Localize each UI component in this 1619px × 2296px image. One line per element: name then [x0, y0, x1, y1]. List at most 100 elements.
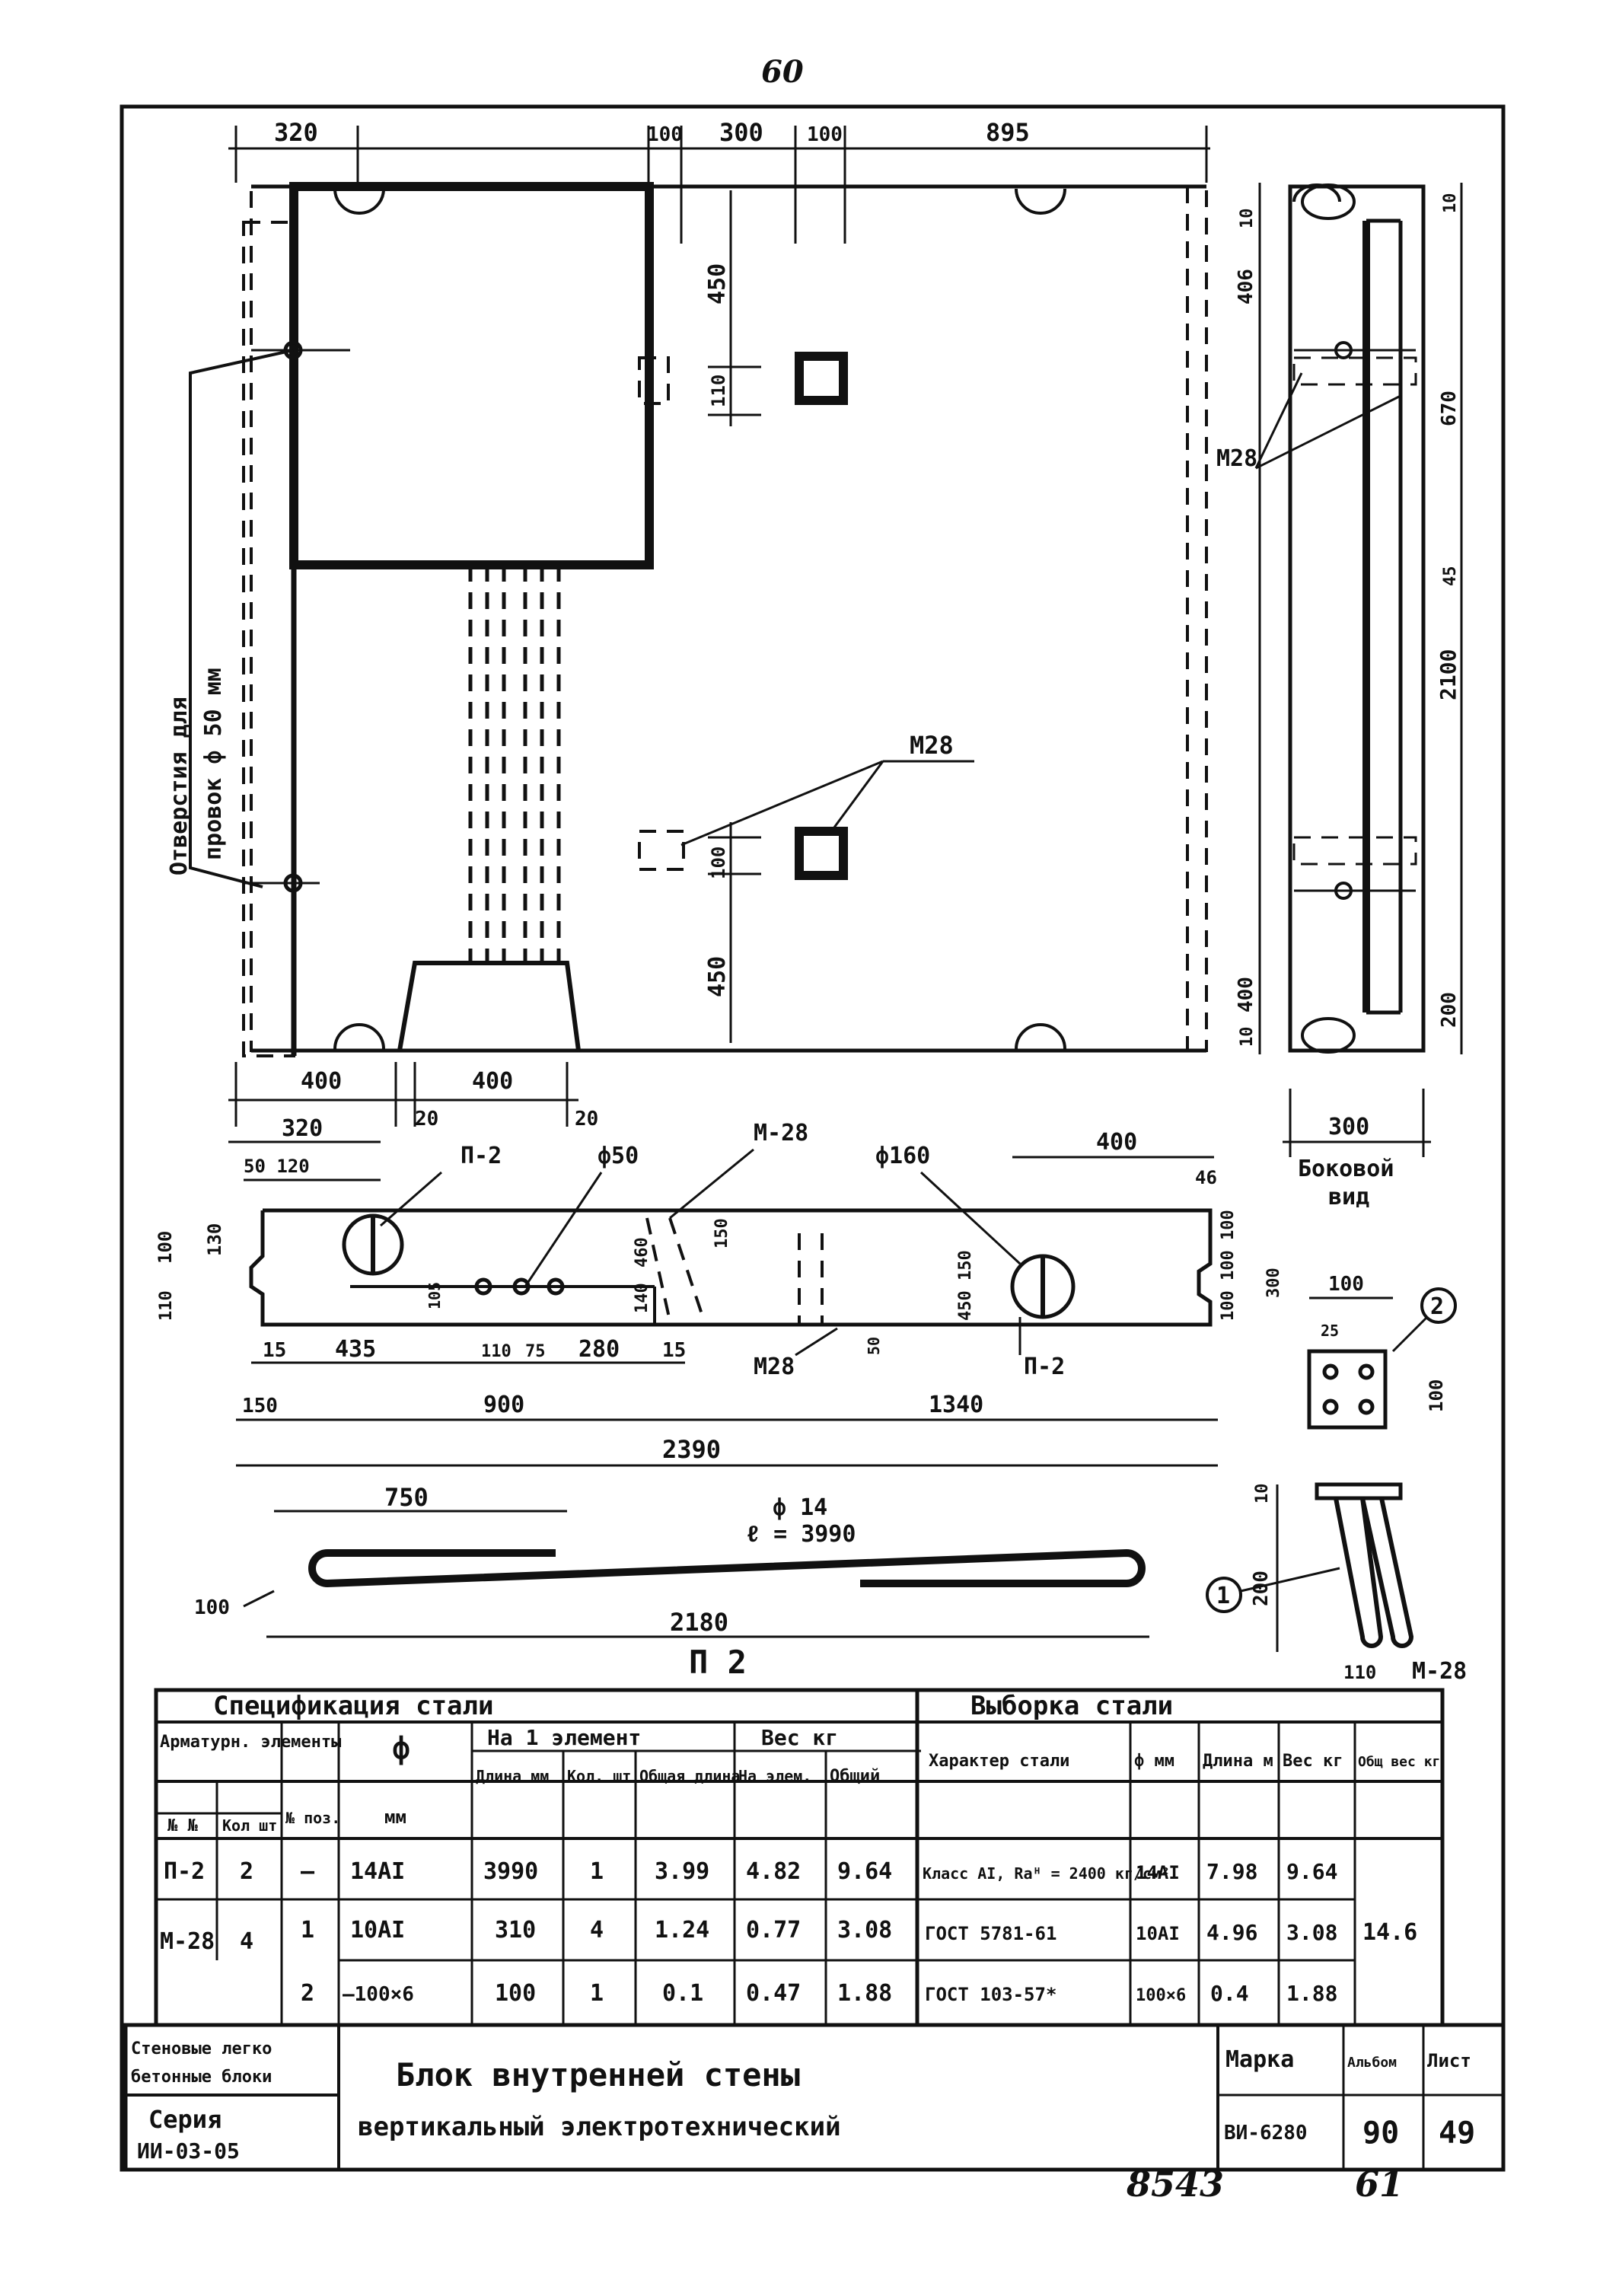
sec-dim-460: 460 [633, 1237, 652, 1268]
spec-sel-row2-phi: 10АI [1136, 1923, 1180, 1944]
spec-sel-row2-char: ГОСТ 5781-61 [925, 1923, 1056, 1944]
spec-row2-welem: 0.77 [746, 1917, 801, 1944]
spec-row2-wtot: 3.08 [837, 1917, 892, 1944]
top-dimension-chain: 320 100 300 100 895 [228, 118, 1210, 244]
detail-2-plate: 100 25 100 2 [1307, 1273, 1457, 1430]
sec-dim-100-100-100: 100 100 100 [1219, 1210, 1238, 1321]
anchor-plate-bottom [795, 827, 848, 880]
side-dim-200: 200 [1438, 992, 1461, 1028]
spec-h-weight: Вес кг [761, 1725, 838, 1750]
sec-dim-15a: 15 [263, 1339, 286, 1362]
stamp-h-sheet: Лист [1427, 2050, 1471, 2071]
sec-dim-46: 46 [1195, 1167, 1217, 1188]
phi50-label: ф50 [598, 1143, 639, 1169]
sec-dim-130: 130 [204, 1223, 225, 1256]
section-view: П-2 ф50 М-28 ф160 М28 П-2 400 50 120 46 … [155, 1120, 1283, 1467]
stamp-left-top-line1: Стеновые легко [131, 2039, 272, 2058]
spec-h-wt-kg: Вес кг [1283, 1752, 1343, 1771]
dim-320: 320 [274, 118, 318, 147]
spec-row1-phi: 14АI [350, 1858, 405, 1885]
spec-sel-row1-wt: 9.64 [1286, 1859, 1337, 1884]
stamp-h-mark: Марка [1225, 2046, 1294, 2073]
spec-row1-welem: 4.82 [746, 1858, 801, 1885]
sec-dim-15b: 15 [662, 1339, 686, 1362]
side-dim-2100: 2100 [1436, 649, 1461, 700]
spec-h-per-elem: На 1 элемент [487, 1725, 641, 1750]
sec-dim-75: 75 [525, 1342, 546, 1361]
sec-dim-300v: 300 [1264, 1268, 1283, 1298]
dim-100b: 100 [807, 123, 843, 146]
spec-row3-cnt: 1 [590, 1980, 604, 2007]
detail1-dim-110: 110 [1343, 1662, 1376, 1683]
sec-dim-435: 435 [335, 1336, 376, 1363]
plan-bottom-dims: 400 400 20 20 320 [228, 1062, 598, 1143]
detail1-dim-10: 10 [1253, 1484, 1272, 1504]
stamp-mark: ВИ-6280 [1224, 2122, 1308, 2145]
side-dim-45: 45 [1441, 566, 1460, 587]
stamp-series-value: ИИ-03-05 [137, 2138, 240, 2164]
spec-row1-pos: – [301, 1858, 315, 1885]
side-dim-400: 400 [1235, 977, 1257, 1012]
spec-row3-pos: 2 [301, 1980, 314, 2007]
spec-h-phi: ф [392, 1731, 410, 1766]
spec-row2-qty: 4 [240, 1928, 253, 1955]
rebar-title: П 2 [689, 1644, 747, 1681]
spec-row3-wtot: 1.88 [837, 1980, 892, 2007]
spec-row1-len: 3990 [483, 1858, 538, 1885]
lifting-loop-icon [1015, 188, 1066, 215]
lifting-loop-icon [1015, 1023, 1066, 1050]
side-view-title-line2: вид [1328, 1184, 1369, 1210]
side-view-title-line1: Боковой [1298, 1156, 1394, 1182]
side-dim-670: 670 [1438, 391, 1461, 426]
detail2-callout [1420, 1287, 1457, 1324]
spec-row2-pos: 1 [301, 1917, 314, 1944]
spec-h-w-total: Общий [830, 1767, 880, 1786]
m28-side-label: М28 [1216, 445, 1257, 472]
side-dim-10b: 10 [1238, 1027, 1257, 1048]
title-stamp: Стеновые легко бетонные блоки Серия ИИ-0… [123, 2023, 1506, 2172]
spec-h-mm: мм [384, 1807, 406, 1828]
plan-outline [250, 185, 1208, 1052]
spec-sel-row1-phi: 14АI [1136, 1862, 1180, 1883]
stamp-title-line2: вертикальный электротехнический [358, 2112, 841, 2142]
dim-110: 110 [708, 375, 729, 407]
spec-row2-len: 310 [495, 1917, 536, 1944]
spec-total-weight: 14.6 [1362, 1919, 1417, 1946]
spec-h-char: Характер стали [929, 1752, 1069, 1771]
sec-dim-110: 110 [157, 1290, 176, 1321]
sec-dim-140: 140 [633, 1283, 652, 1313]
stamp-h-album: Альбом [1347, 2055, 1397, 2071]
detail2-mark: 2 [1430, 1293, 1444, 1320]
detail2-dim-25: 25 [1321, 1322, 1339, 1340]
side-outline [1288, 184, 1426, 1053]
dim-320-bot: 320 [282, 1115, 323, 1142]
rebar-p2: 750 ф 14 ℓ = 3990 100 2180 П 2 [194, 1483, 1149, 1681]
spec-h-w-elem: На элем. [738, 1767, 811, 1785]
spec-sel-row1-char: Класс АI, Rаᴴ = 2400 кг/см² [923, 1864, 1170, 1883]
spec-row2-elem: М-28 [160, 1928, 215, 1955]
anchor-plate-top [795, 352, 848, 405]
plan-opening [289, 182, 654, 569]
stamp-left-top-line2: бетонные блоки [131, 2068, 272, 2087]
spec-row2-phi: 10АI [350, 1917, 405, 1944]
stamp-series-label: Серия [148, 2105, 221, 2134]
rebar-dim-750: 750 [384, 1483, 429, 1512]
spec-h-total-len: Общая длина [639, 1767, 740, 1785]
p2-bar-end-left [342, 1213, 404, 1276]
spec-h-len-m: Длина м [1203, 1752, 1273, 1771]
dim-20-b: 20 [575, 1108, 598, 1130]
spec-row3-len: 100 [495, 1980, 536, 2007]
spec-h-qty: Кол шт [222, 1816, 277, 1835]
side-dim-10-r: 10 [1441, 193, 1460, 214]
spec-row1-tlen: 3.99 [655, 1858, 709, 1885]
sec-dim-150: 150 [712, 1218, 731, 1248]
dim-450-top: 450 [704, 263, 731, 305]
m28-section-label: М-28 [754, 1120, 808, 1146]
dim-100a: 100 [647, 123, 683, 146]
lifting-loop-icon [333, 188, 385, 215]
sec-dim-50: 50 [865, 1337, 883, 1355]
spec-sel-row3-wt: 1.88 [1286, 1981, 1337, 2006]
detail-1-m28: 10 200 1 110 М-28 [1206, 1482, 1467, 1685]
